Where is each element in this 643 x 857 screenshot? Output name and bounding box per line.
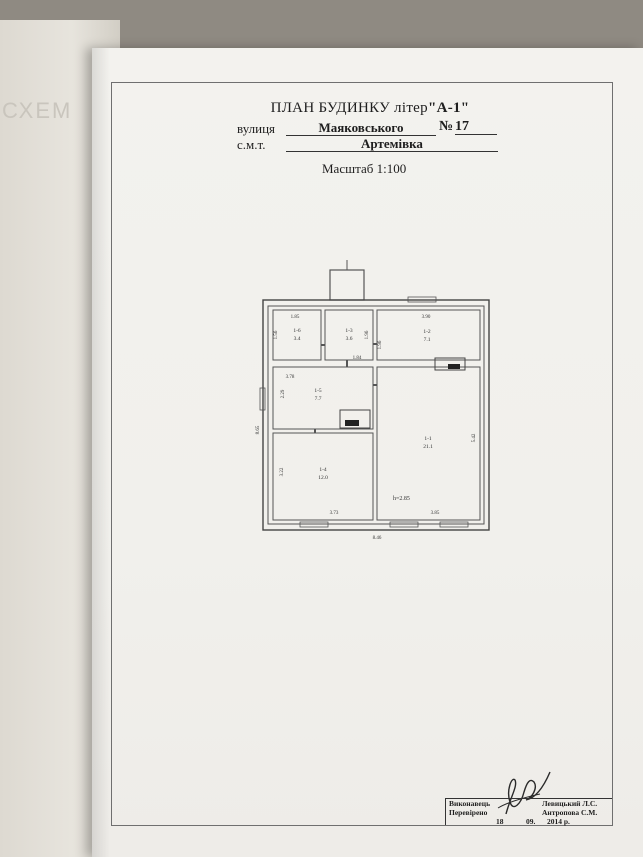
scale-label: Масштаб 1:100 [322, 161, 407, 176]
drawing-frame [111, 82, 613, 826]
approval-stamp: Виконавець Левицький Л.С. Перевірено Ант… [445, 798, 612, 826]
dim-8-65: 8.65 [256, 425, 261, 434]
title-prefix: ПЛАН БУДИНКУ літер [270, 100, 428, 116]
background-sheet-text: СХЕМ [2, 98, 73, 123]
ceiling-height: h=2.85 [393, 496, 410, 502]
dim-1-56: 1.56 [274, 330, 279, 339]
signature [497, 771, 551, 815]
room-id-1-4: 1-4 [319, 467, 327, 473]
date-day: 18 [496, 817, 504, 826]
dim-3-22: 3.22 [280, 467, 285, 476]
dim-1-84: 1.84 [353, 356, 362, 361]
room-area-1-1: 21.1 [423, 444, 433, 450]
document-page [92, 48, 643, 857]
room-id-1-6: 1-6 [293, 328, 301, 334]
dim-3-85: 3.85 [431, 511, 440, 516]
room-area-1-2: 7.1 [424, 337, 431, 343]
date-year: 2014 р. [547, 817, 570, 826]
town-value: Артемівка [286, 137, 498, 152]
dim-1-96a: 1.96 [365, 330, 370, 339]
room-area-1-6: 3.4 [294, 336, 301, 342]
checked-label: Перевірено [449, 808, 488, 817]
room-area-1-4: 12.0 [318, 475, 328, 481]
room-id-1-2: 1-2 [423, 329, 431, 335]
executed-name: Левицький Л.С. [542, 799, 598, 808]
floor-plan: 1-6 3.4 1-3 3.6 1-2 7.1 1-5 7.7 1-4 12.0… [256, 260, 490, 541]
page-fold-shadow [92, 48, 110, 857]
dim-3-90: 3.90 [422, 315, 431, 320]
title-letter: "А-1" [427, 100, 470, 116]
chimney [329, 269, 365, 301]
executed-label: Виконавець [449, 799, 491, 808]
number-label: № [439, 119, 454, 134]
inner-wall-line [267, 305, 485, 525]
dim-8-46: 8.46 [373, 536, 382, 541]
dim-3-78: 3.78 [286, 375, 295, 380]
street-label: вулиця [237, 121, 276, 136]
town-label: с.м.т. [237, 137, 266, 152]
room-area-1-5: 7.7 [315, 396, 322, 402]
room-id-1-3: 1-3 [345, 328, 353, 334]
room-area-1-3: 3.6 [346, 336, 353, 342]
room-id-1-5: 1-5 [314, 388, 322, 394]
dim-2-29: 2.29 [281, 389, 286, 398]
dim-3-73: 3.73 [330, 511, 339, 516]
outer-wall [262, 299, 490, 531]
dim-1-85: 1.85 [291, 315, 300, 320]
date-month: 09. [526, 817, 536, 826]
street-value: Маяковського [286, 121, 436, 136]
plan-title: ПЛАН БУДИНКУ літер"А-1" [230, 100, 510, 117]
dim-1-96b: 1.96 [378, 340, 383, 349]
room-id-1-1: 1-1 [424, 436, 432, 442]
dim-5-42: 5.42 [472, 433, 477, 442]
number-value: 17 [455, 120, 497, 135]
checked-name: Антропова С.М. [542, 808, 598, 817]
